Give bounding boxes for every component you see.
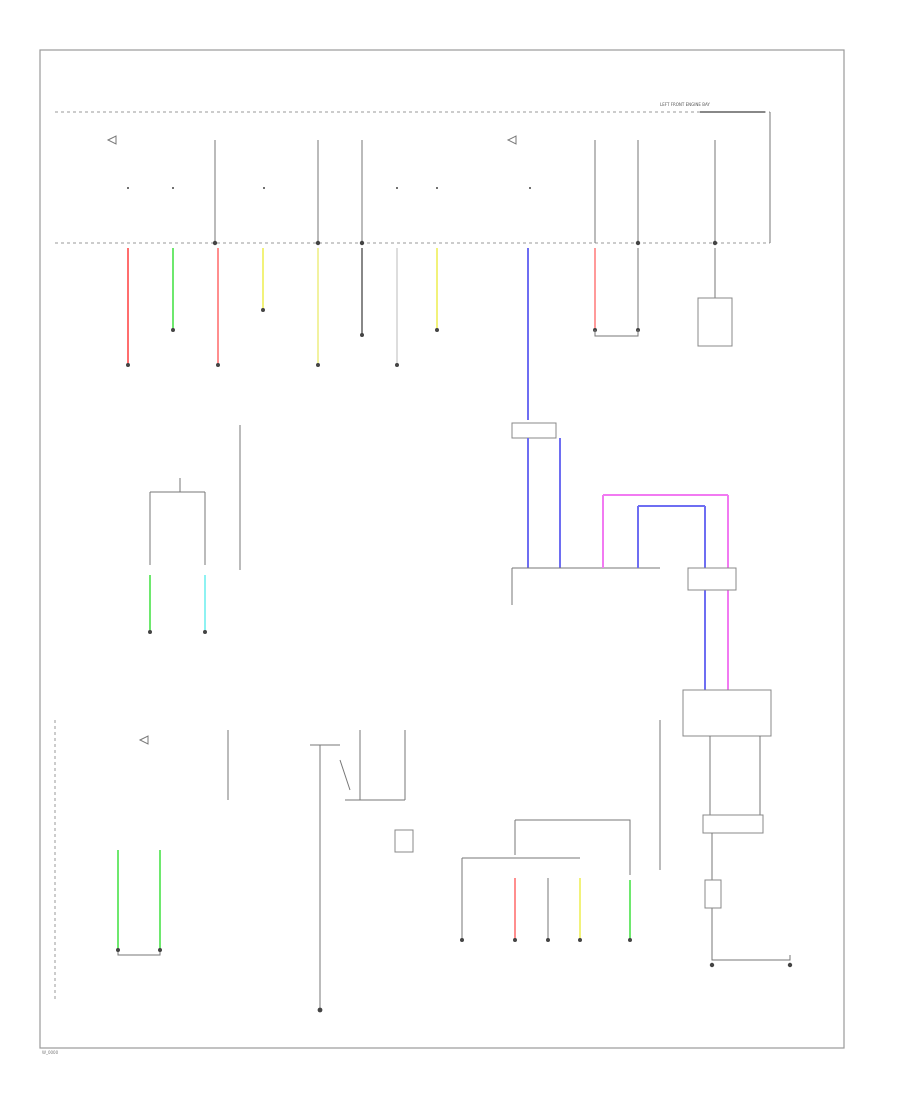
diagram-frame <box>39 49 845 1049</box>
junction-block-label: LEFT FRONT ENGINE BAY <box>660 102 710 107</box>
bottom-middle-section <box>227 730 414 1013</box>
junction-block: LEFT FRONT ENGINE BAY <box>55 102 771 246</box>
bottom-left-section <box>54 720 162 1000</box>
left-mid-section <box>148 425 241 634</box>
component-top-right <box>594 297 733 347</box>
bottom-right-section <box>460 720 661 942</box>
central-connector <box>511 422 793 968</box>
footer-code: W_0000 <box>42 1050 59 1055</box>
wire-drops <box>126 248 716 420</box>
